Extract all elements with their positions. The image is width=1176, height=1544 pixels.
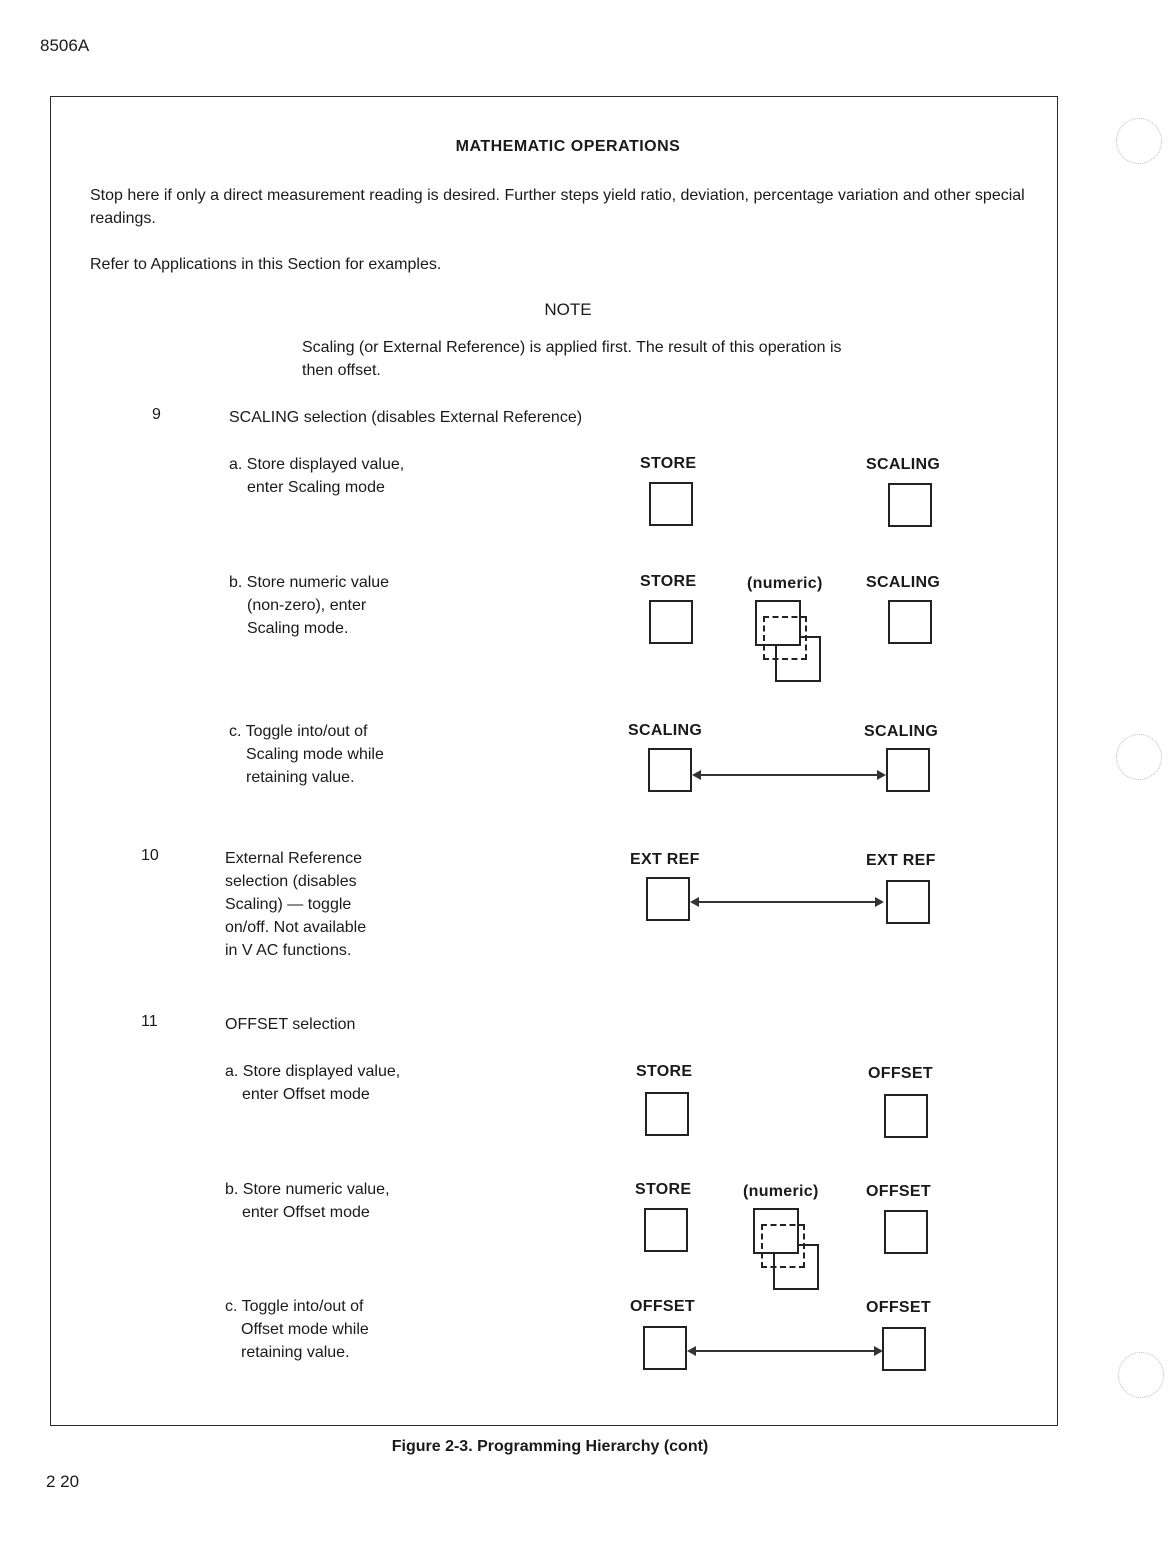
- numeric-keys-icon[interactable]: [753, 1208, 823, 1290]
- offset-key-label: OFFSET: [630, 1298, 695, 1315]
- note-heading: NOTE: [544, 300, 592, 319]
- section-title: MATHEMATIC OPERATIONS: [455, 138, 681, 155]
- step-11-number: 11: [141, 1013, 158, 1030]
- figure-frame: [50, 96, 1058, 1426]
- store-key-label: STORE: [636, 1063, 693, 1080]
- scaling-key-label: SCALING: [864, 723, 939, 740]
- step-11a-line2: enter Offset mode: [242, 1086, 370, 1103]
- store-key[interactable]: [644, 1208, 688, 1252]
- store-key-label: STORE: [640, 455, 697, 472]
- step-9c-line3: retaining value.: [246, 769, 355, 786]
- scaling-key-label: SCALING: [866, 456, 941, 473]
- step-10-number: 10: [141, 847, 159, 864]
- step-9b-line1: b. Store numeric value: [229, 574, 390, 591]
- store-key[interactable]: [649, 600, 693, 644]
- scaling-key[interactable]: [888, 600, 932, 644]
- step-11b-line1: b. Store numeric value,: [225, 1181, 390, 1198]
- step-10-line3: Scaling) — toggle: [225, 896, 352, 913]
- step-10-line5: in V AC functions.: [225, 942, 352, 959]
- offset-key-label: OFFSET: [868, 1065, 933, 1082]
- document-header-model: 8506A: [40, 36, 90, 55]
- binder-hole-middle: [1116, 734, 1162, 780]
- step-10-line1: External Reference: [225, 850, 362, 867]
- step-9c-line1: c. Toggle into/out of: [229, 723, 368, 740]
- ext-ref-key[interactable]: [886, 880, 930, 924]
- step-11c-line2: Offset mode while: [241, 1321, 369, 1338]
- toggle-arrow: [687, 1346, 883, 1356]
- step-10-description: External Reference selection (disables S…: [225, 847, 366, 962]
- scaling-key-label: SCALING: [628, 722, 703, 739]
- offset-key-label: OFFSET: [866, 1299, 931, 1316]
- step-9a-line2: enter Scaling mode: [247, 479, 385, 496]
- store-key[interactable]: [649, 482, 693, 526]
- toggle-arrow: [690, 897, 884, 907]
- ext-ref-key-label: EXT REF: [866, 852, 936, 869]
- step-11-title: OFFSET selection: [225, 1016, 356, 1033]
- scaling-key[interactable]: [648, 748, 692, 792]
- ext-ref-key-label: EXT REF: [630, 851, 700, 868]
- offset-key[interactable]: [884, 1094, 928, 1138]
- step-10-line4: on/off. Not available: [225, 919, 367, 936]
- step-11c-description: c. Toggle into/out of Offset mode while …: [225, 1295, 369, 1364]
- binder-hole-top: [1116, 118, 1162, 164]
- step-11b-line2: enter Offset mode: [242, 1204, 370, 1221]
- store-key-label: STORE: [635, 1181, 692, 1198]
- scaling-key-label: SCALING: [866, 574, 941, 591]
- offset-key[interactable]: [643, 1326, 687, 1370]
- step-9b-description: b. Store numeric value (non-zero), enter…: [229, 571, 389, 640]
- note-text: Scaling (or External Reference) is appli…: [302, 339, 842, 379]
- step-9a-description: a. Store displayed value, enter Scaling …: [229, 453, 404, 499]
- refer-paragraph: Refer to Applications in this Section fo…: [90, 256, 442, 273]
- step-9a-line1: a. Store displayed value,: [229, 456, 405, 473]
- step-9b-line3: Scaling mode.: [247, 620, 349, 637]
- scaling-key[interactable]: [888, 483, 932, 527]
- store-key-label: STORE: [640, 573, 697, 590]
- figure-caption: Figure 2-3. Programming Hierarchy (cont): [391, 1438, 709, 1455]
- offset-key[interactable]: [882, 1327, 926, 1371]
- step-10-line2: selection (disables: [225, 873, 357, 890]
- numeric-keys-label: (numeric): [747, 575, 823, 592]
- step-9-number: 9: [152, 406, 161, 423]
- step-11c-line1: c. Toggle into/out of: [225, 1298, 364, 1315]
- numeric-keys-icon[interactable]: [755, 600, 825, 682]
- step-11a-description: a. Store displayed value, enter Offset m…: [225, 1060, 400, 1106]
- step-9c-line2: Scaling mode while: [246, 746, 384, 763]
- step-9c-description: c. Toggle into/out of Scaling mode while…: [229, 720, 384, 789]
- step-11a-line1: a. Store displayed value,: [225, 1063, 401, 1080]
- step-11c-line3: retaining value.: [241, 1344, 350, 1361]
- step-11b-description: b. Store numeric value, enter Offset mod…: [225, 1178, 390, 1224]
- ext-ref-key[interactable]: [646, 877, 690, 921]
- intro-paragraph: Stop here if only a direct measurement r…: [90, 187, 1025, 227]
- toggle-arrow: [692, 770, 886, 780]
- numeric-keys-label: (numeric): [743, 1183, 819, 1200]
- store-key[interactable]: [645, 1092, 689, 1136]
- page-number: 2 20: [46, 1472, 80, 1491]
- step-9b-line2: (non-zero), enter: [247, 597, 367, 614]
- offset-key[interactable]: [884, 1210, 928, 1254]
- scaling-key[interactable]: [886, 748, 930, 792]
- binder-hole-bottom: [1118, 1352, 1164, 1398]
- step-9-title: SCALING selection (disables External Ref…: [229, 409, 583, 426]
- offset-key-label: OFFSET: [866, 1183, 931, 1200]
